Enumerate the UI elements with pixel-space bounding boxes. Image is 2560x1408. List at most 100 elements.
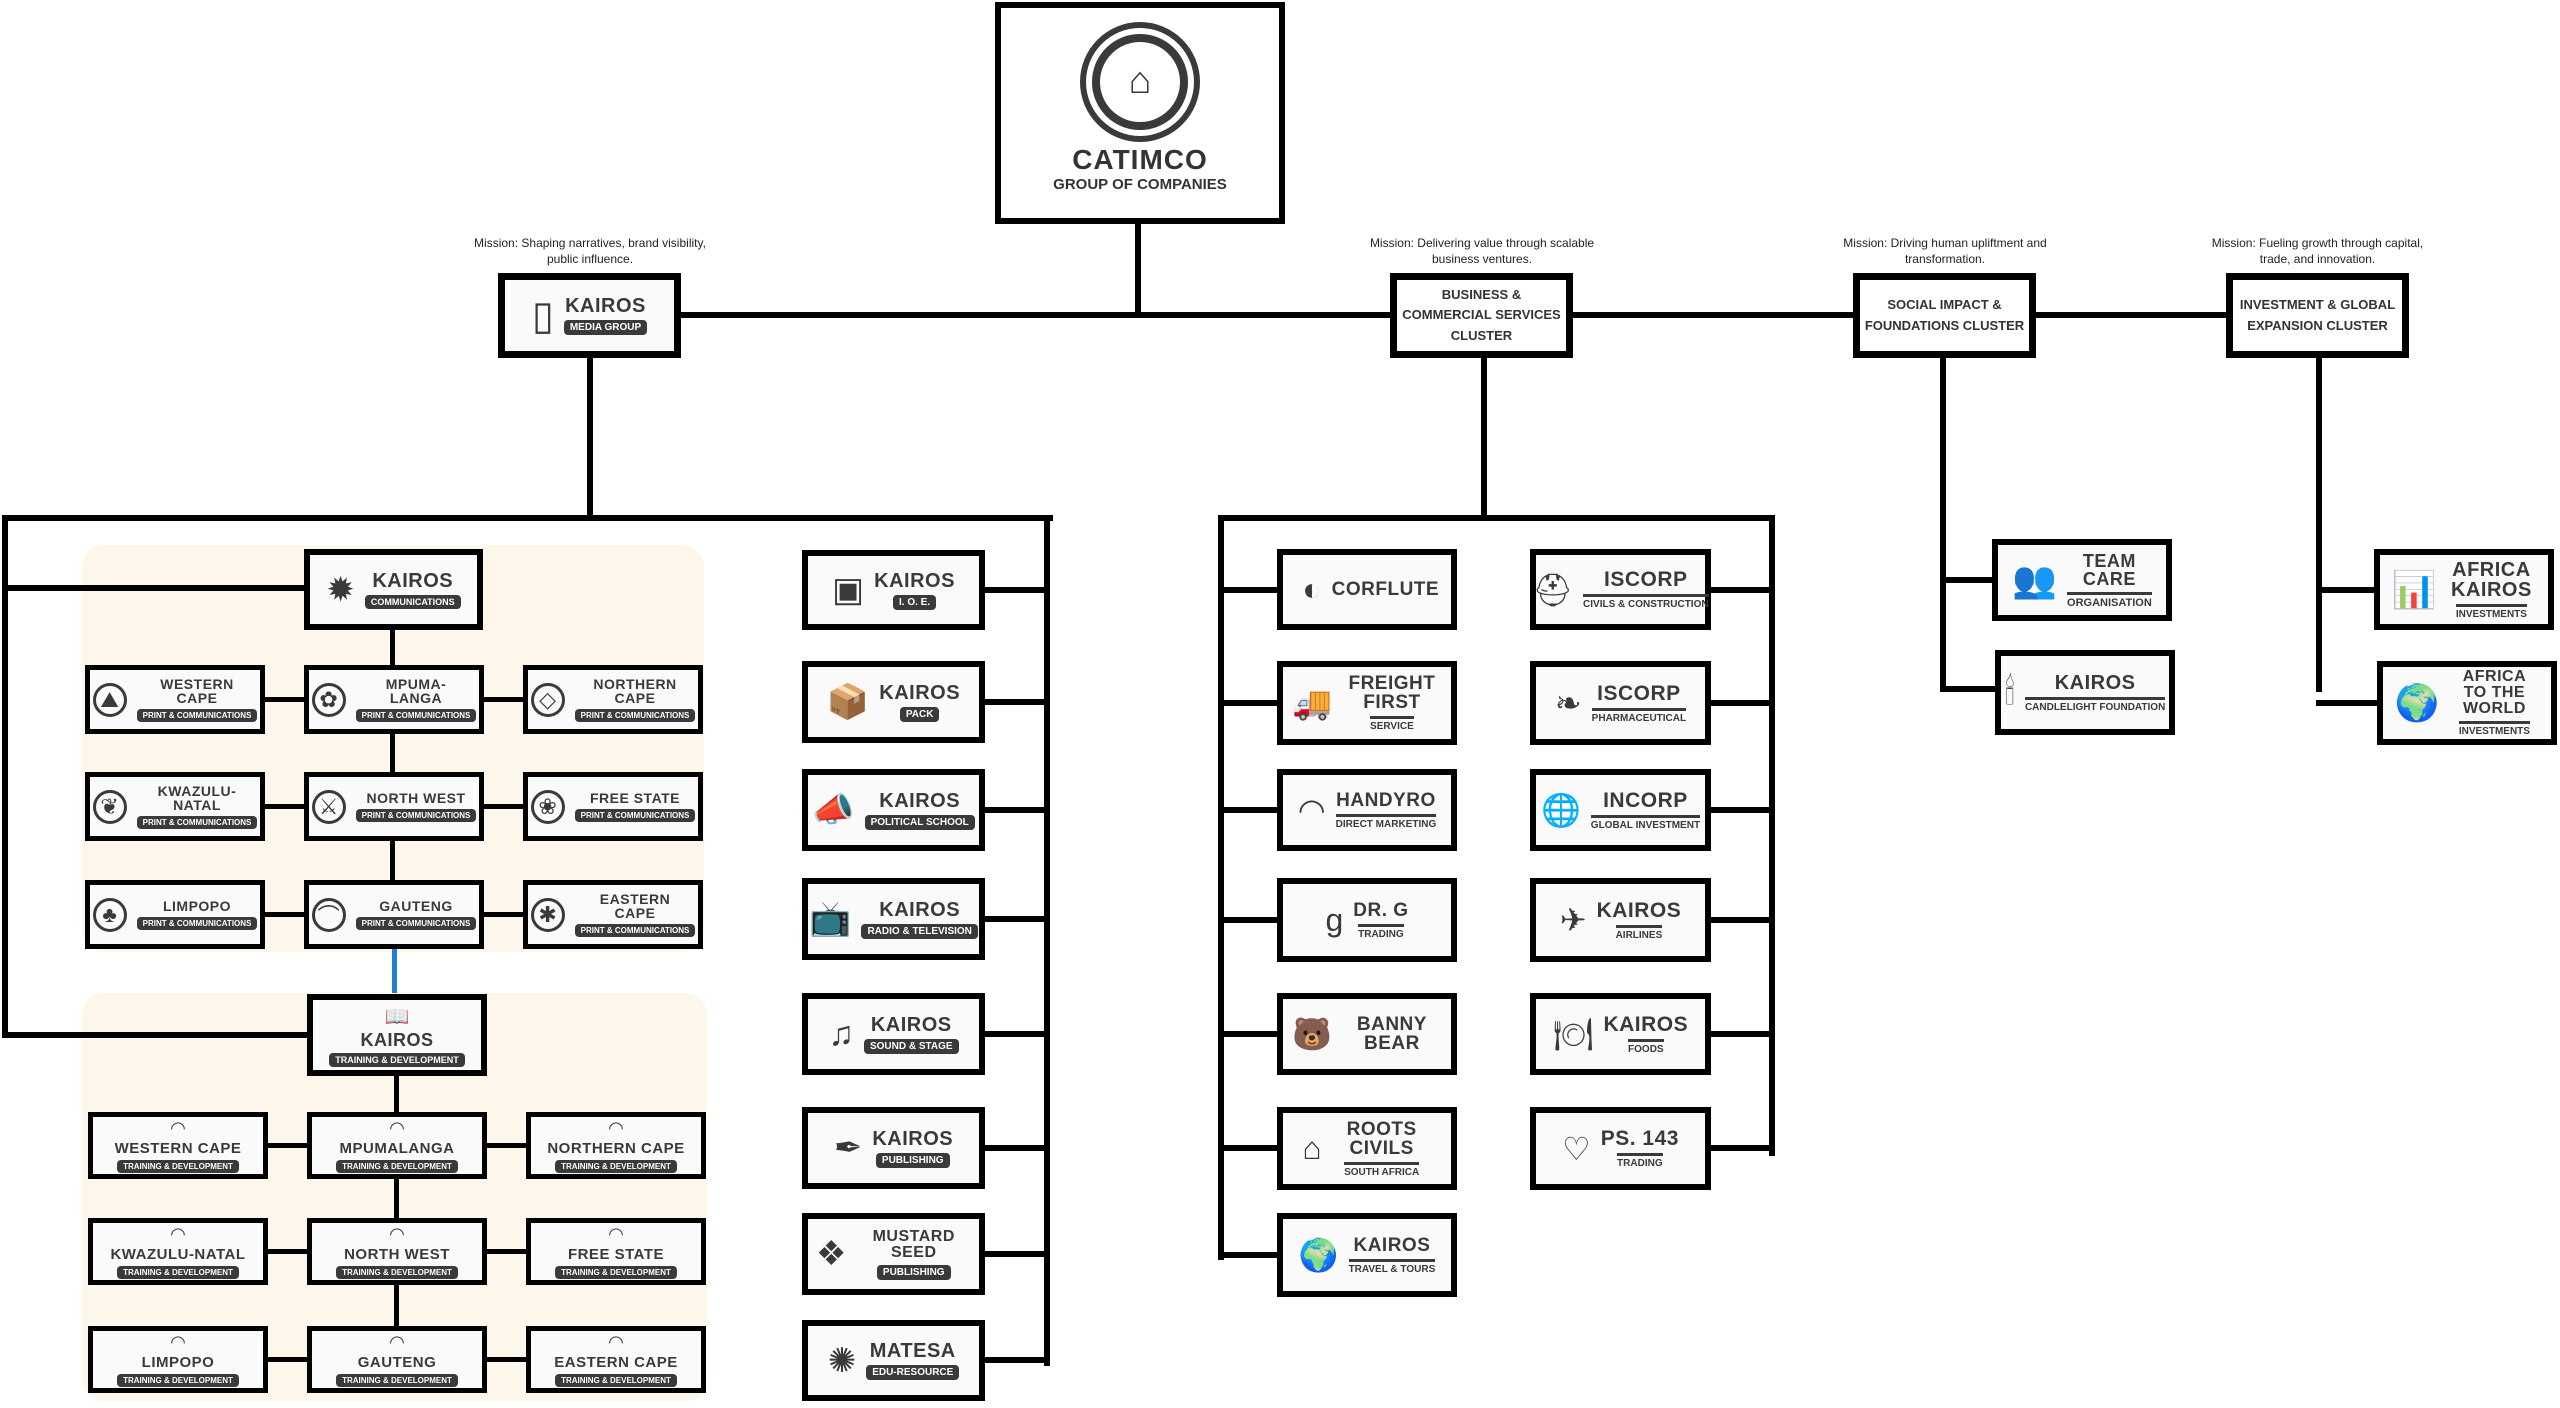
connector-line [1573, 312, 1853, 318]
node-tag: TRAINING & DEVELOPMENT [117, 1160, 239, 1173]
node-title: KAIROS [360, 1029, 434, 1050]
node-tag: SERVICE [1370, 716, 1414, 732]
connector-line [985, 1145, 1047, 1151]
node-title: KAIROS [2054, 671, 2136, 694]
node-tag: PRINT & COMMUNICATIONS [355, 709, 477, 722]
node-title: KAIROS [879, 898, 961, 921]
node-tag: PRINT & COMMUNICATIONS [574, 709, 696, 722]
dice-card-icon: ❖ [816, 1235, 847, 1273]
business-cluster-node[interactable]: BUSINESS & COMMERCIAL SERVICES CLUSTER [1390, 273, 1573, 358]
connector-line [2036, 312, 2226, 318]
connector-line [1769, 515, 1775, 1156]
connector-line [1711, 700, 1772, 706]
catimco-root-node[interactable]: ⌂ CATIMCO GROUP OF COMPANIES [995, 2, 1285, 224]
node-tag: PRINT & COMMUNICATIONS [355, 917, 477, 930]
connector-line [2, 1032, 307, 1038]
node-title: CORFLUTE [1331, 579, 1440, 600]
region-emblem-icon: ❦ [92, 789, 127, 824]
megaphone-icon: 📣 [812, 791, 855, 829]
node-title: MUSTARD SEED [872, 1227, 955, 1261]
connector-line [268, 1143, 307, 1148]
node-tag: I. O. E. [892, 594, 937, 610]
node-title: KAIROS [879, 681, 961, 704]
social-cluster-node[interactable]: SOCIAL IMPACT & FOUNDATIONS CLUSTER [1853, 273, 2036, 358]
connector-line [1221, 1145, 1277, 1151]
connector-line [1218, 515, 1775, 521]
kairos-media-group-node[interactable]: ▯ KAIROS MEDIA GROUP [498, 273, 681, 358]
dr-g-logo-icon: ɡ [1325, 901, 1344, 938]
business-unit-banny-bear[interactable]: 🐻BANNY BEAR [1277, 993, 1457, 1075]
connector-line [483, 804, 523, 809]
node-title: INCORP [1603, 788, 1688, 812]
social-mission: Mission: Driving human upliftment and tr… [1843, 236, 2047, 266]
connector-line [2, 515, 8, 1038]
node-tag: CIVILS & CONSTRUCTION [1583, 594, 1709, 610]
node-title: LIMPOPO [141, 1354, 215, 1371]
investment-cluster-node[interactable]: INVESTMENT & GLOBAL EXPANSION CLUSTER [2226, 273, 2409, 358]
selected-connector-line[interactable] [392, 949, 397, 993]
node-tag: AIRLINES [1615, 924, 1663, 941]
arch-emblem-icon: ◠ [170, 1118, 186, 1138]
node-title: KAIROS [872, 1127, 954, 1150]
node-title: KAIROS [1353, 1234, 1431, 1256]
globe-grid-icon: 🌐 [1540, 792, 1581, 828]
catimco-logo-icon: ⌂ [1092, 33, 1188, 130]
globe-icon: 🌍 [1298, 1237, 1339, 1273]
connector-line [1940, 358, 1946, 692]
node-tag: TRAINING & DEVELOPMENT [555, 1160, 677, 1173]
node-tag: TRAINING & DEVELOPMENT [336, 1374, 458, 1387]
connector-line [2316, 587, 2374, 593]
node-tag: TRAINING & DEVELOPMENT [555, 1374, 677, 1387]
business-unit-corflute[interactable]: ◐CORFLUTE [1277, 549, 1457, 630]
node-title: FREIGHT FIRST [1348, 673, 1436, 713]
connector-line [2, 585, 304, 591]
connector-line [1221, 1031, 1277, 1037]
node-tag: CANDLELIGHT FOUNDATION [2024, 696, 2166, 713]
connector-line [394, 1285, 399, 1326]
node-title: KAIROS [565, 295, 646, 317]
